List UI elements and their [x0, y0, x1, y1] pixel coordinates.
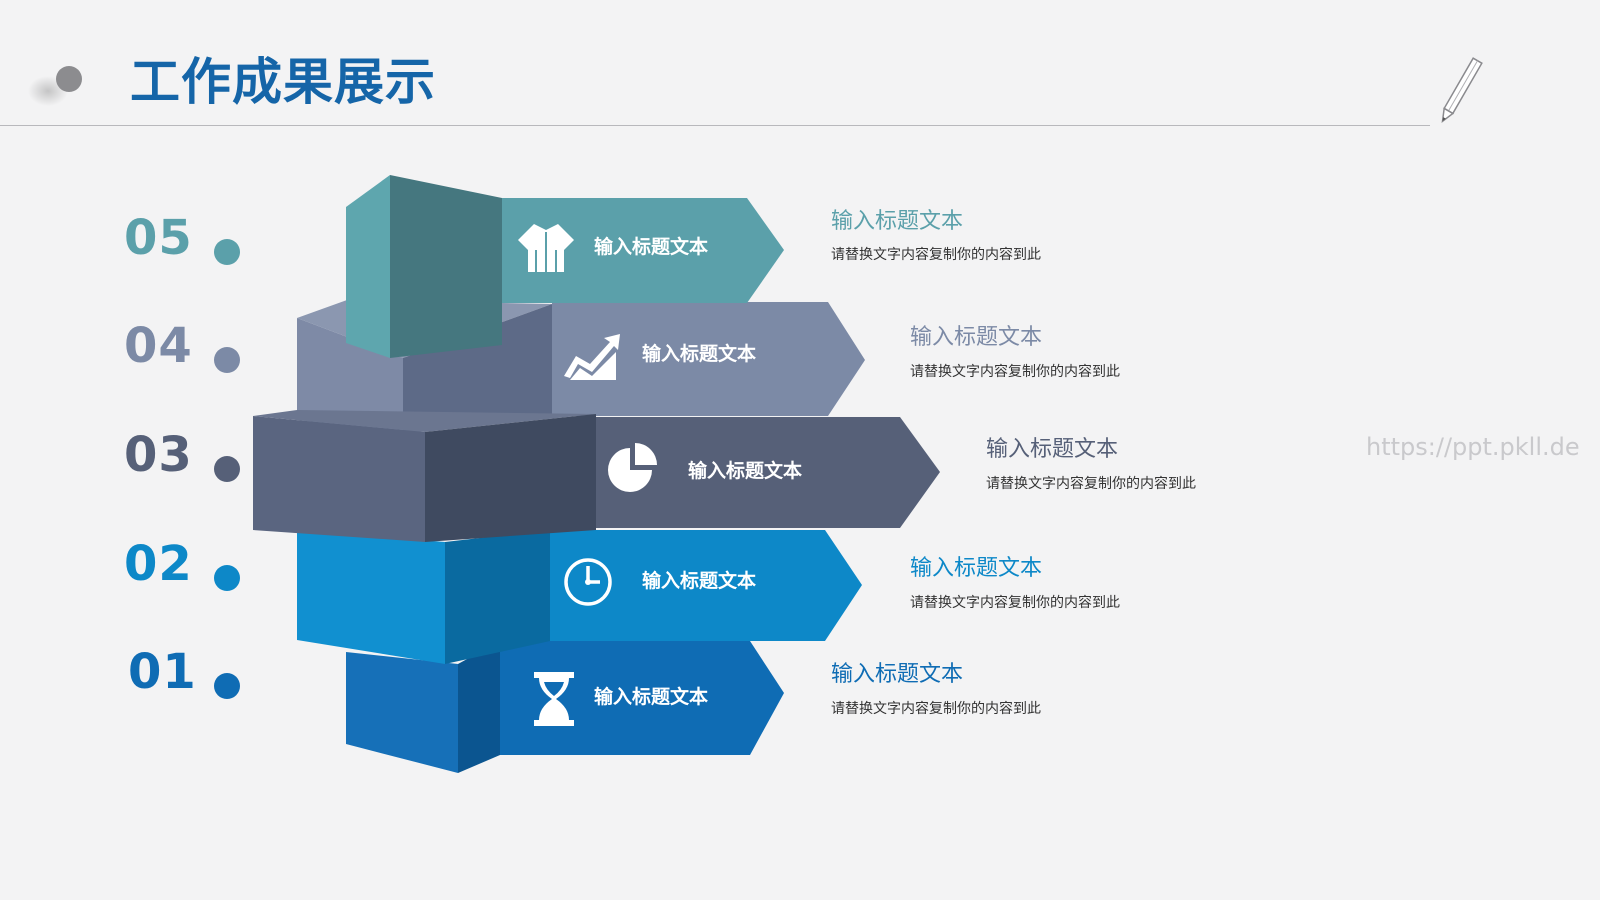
step-number-02: 02: [124, 536, 193, 592]
item-title-02: 输入标题文本: [910, 556, 1043, 581]
pie-chart-icon: [608, 443, 657, 492]
banner-label-05: 输入标题文本: [594, 236, 709, 258]
step-dot-03: [214, 456, 240, 482]
step-number-03: 03: [124, 427, 193, 483]
watermark-text: https://ppt.pkll.de: [1366, 433, 1580, 461]
item-title-01: 输入标题文本: [831, 662, 964, 687]
item-description-02: 请替换文字内容复制你的内容到此: [910, 595, 1120, 611]
step-number-05: 05: [124, 210, 193, 266]
banner-label-03: 输入标题文本: [688, 460, 803, 482]
step-dot-02: [214, 565, 240, 591]
page-title: 工作成果展示: [130, 53, 436, 111]
block-03: [253, 410, 940, 542]
step-dot-05: [214, 239, 240, 265]
header-divider: [0, 125, 1430, 126]
item-description-01: 请替换文字内容复制你的内容到此: [831, 701, 1041, 717]
clock-icon: [564, 558, 612, 606]
block-02: [297, 530, 862, 664]
item-description-04: 请替换文字内容复制你的内容到此: [910, 364, 1120, 380]
trend-chart-icon: [564, 334, 620, 380]
step-number-01: 01: [128, 644, 197, 700]
step-dot-01: [214, 673, 240, 699]
block-01: [346, 641, 784, 773]
hourglass-icon: [534, 672, 574, 726]
pen-icon: [1441, 57, 1483, 123]
block-05: [346, 175, 784, 358]
step-number-04: 04: [124, 318, 193, 374]
step-dot-04: [214, 347, 240, 373]
item-title-05: 输入标题文本: [831, 209, 964, 234]
item-title-03: 输入标题文本: [986, 437, 1119, 462]
shirt-icon: [518, 224, 574, 272]
title-bullet-dot: [56, 66, 82, 92]
banner-label-02: 输入标题文本: [642, 570, 757, 592]
banner-label-04: 输入标题文本: [642, 343, 757, 365]
item-description-05: 请替换文字内容复制你的内容到此: [831, 247, 1041, 263]
item-title-04: 输入标题文本: [910, 325, 1043, 350]
item-description-03: 请替换文字内容复制你的内容到此: [986, 476, 1196, 492]
banner-label-01: 输入标题文本: [594, 686, 709, 708]
